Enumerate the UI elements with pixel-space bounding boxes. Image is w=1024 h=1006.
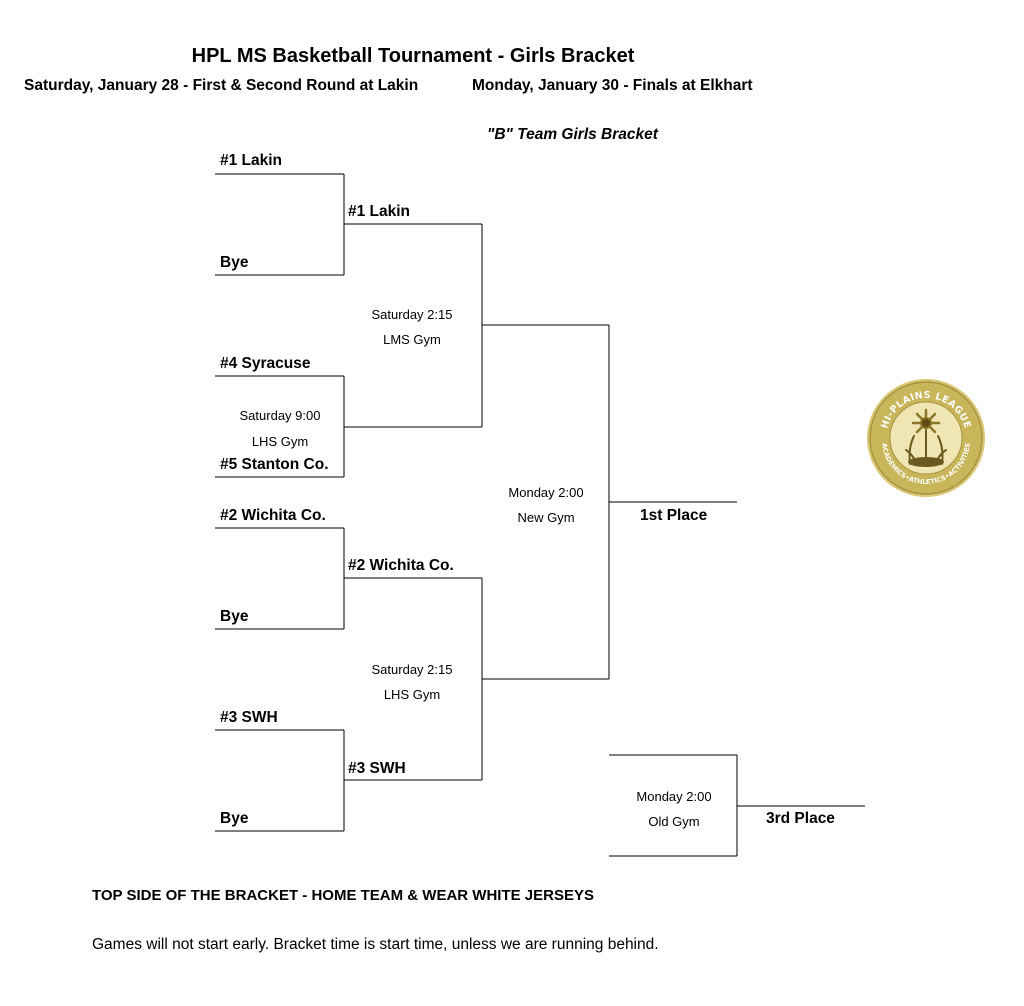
game-time: Monday 2:00 (636, 789, 712, 804)
game-time: Saturday 2:15 (371, 307, 453, 322)
first-place-label: 1st Place (640, 507, 708, 524)
round1-team-4: #5 Stanton Co. (220, 456, 329, 473)
round1-team-2: Bye (220, 254, 249, 271)
game-location: LMS Gym (383, 332, 441, 347)
game-location: LHS Gym (251, 434, 309, 449)
round1-team-7: #3 SWH (220, 709, 278, 726)
home-team-note: TOP SIDE OF THE BRACKET - HOME TEAM & WE… (92, 887, 594, 904)
round1-team-1: #1 Lakin (220, 152, 283, 169)
game-location: LHS Gym (383, 687, 441, 702)
third-place-label: 3rd Place (766, 810, 835, 827)
finals-date: Monday, January 30 - Finals at Elkhart (472, 77, 753, 94)
game-location: Old Gym (648, 814, 700, 829)
game-time: Saturday 2:15 (371, 662, 453, 677)
round1-team-6: Bye (220, 608, 249, 625)
page-title: HPL MS Basketball Tournament - Girls Bra… (191, 45, 635, 67)
round1-team-8: Bye (220, 810, 249, 827)
game-time: Saturday 9:00 (239, 408, 321, 423)
start-time-note: Games will not start early. Bracket time… (92, 936, 659, 953)
sunflower-icon: HI-PLAINS LEAGUE ACADEMICS•ATHLETICS•ACT… (867, 379, 985, 497)
round2-team-1: #1 Lakin (348, 203, 411, 220)
hi-plains-league-logo: HI-PLAINS LEAGUE ACADEMICS•ATHLETICS•ACT… (866, 378, 986, 498)
game-time: Monday 2:00 (508, 485, 584, 500)
first-round-date: Saturday, January 28 - First & Second Ro… (24, 77, 419, 94)
game-location: New Gym (517, 510, 575, 525)
round2-team-2: #2 Wichita Co. (348, 557, 454, 574)
bracket-name: "B" Team Girls Bracket (487, 126, 658, 143)
round1-team-3: #4 Syracuse (220, 355, 311, 372)
round1-team-5: #2 Wichita Co. (220, 507, 326, 524)
round2-team-3: #3 SWH (348, 760, 406, 777)
